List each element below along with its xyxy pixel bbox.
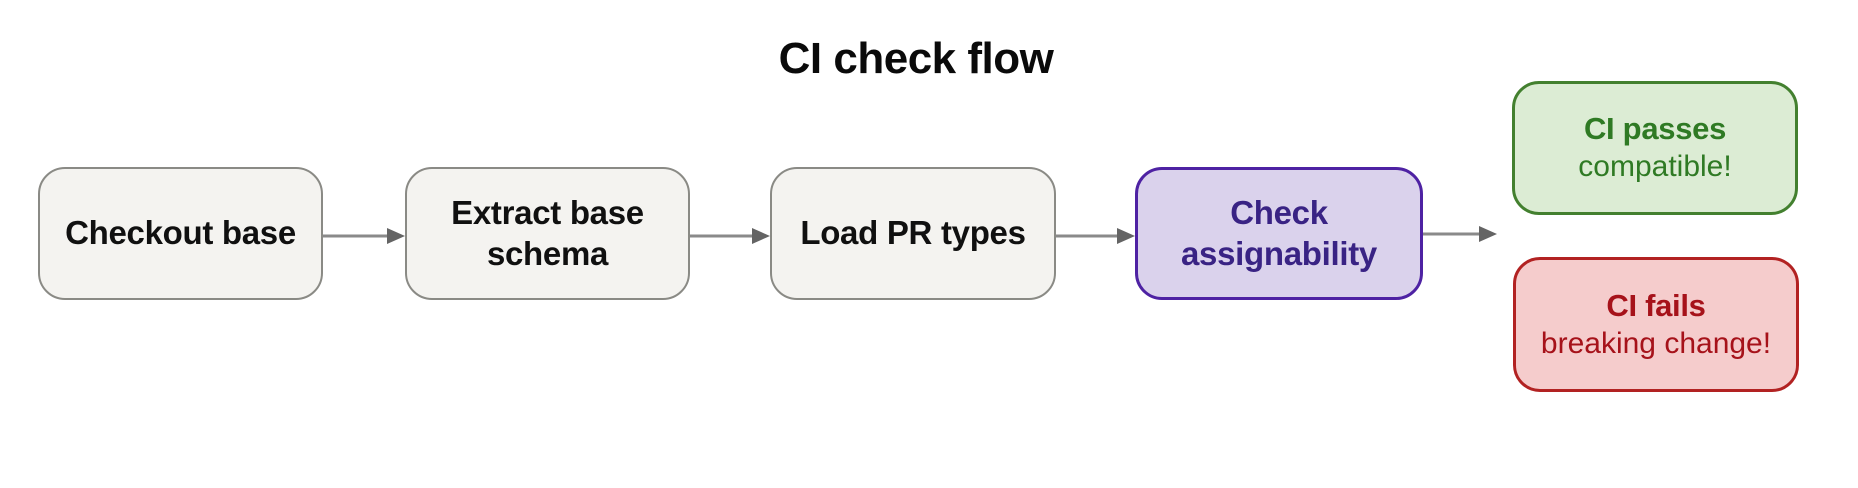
node-load-pr-types: Load PR types xyxy=(770,167,1056,300)
node-checkout-base: Checkout base xyxy=(38,167,323,300)
arrow-shaft xyxy=(1056,234,1120,238)
node-label: Checkout base xyxy=(65,214,296,252)
node-label: Load PR types xyxy=(800,214,1026,252)
node-label: CI passes xyxy=(1583,111,1727,147)
node-label: Check assignability xyxy=(1180,194,1377,272)
arrowhead-icon xyxy=(1117,228,1135,244)
node-label: CI fails xyxy=(1606,287,1706,323)
node-sublabel: compatible! xyxy=(1578,150,1732,184)
arrowhead-icon xyxy=(752,228,770,244)
diagram-title: CI check flow xyxy=(778,34,1054,83)
node-sublabel: breaking change! xyxy=(1540,326,1772,360)
node-ci-passes: CI passes compatible! xyxy=(1512,81,1798,215)
node-check-assignability: Check assignability xyxy=(1135,167,1423,300)
arrow-checkout-to-extract xyxy=(323,227,405,245)
arrowhead-icon xyxy=(387,228,405,244)
arrow-load-to-check xyxy=(1056,227,1135,245)
node-ci-fails: CI fails breaking change! xyxy=(1513,257,1799,392)
arrow-shaft xyxy=(323,234,390,238)
node-label: Extract base schema xyxy=(451,194,644,272)
arrow-extract-to-load xyxy=(690,227,770,245)
arrow-shaft xyxy=(690,234,755,238)
node-extract-base-schema: Extract base schema xyxy=(405,167,690,300)
arrow-shaft xyxy=(1423,232,1482,236)
arrowhead-icon xyxy=(1479,226,1497,242)
arrow-check-to-results xyxy=(1423,225,1497,243)
